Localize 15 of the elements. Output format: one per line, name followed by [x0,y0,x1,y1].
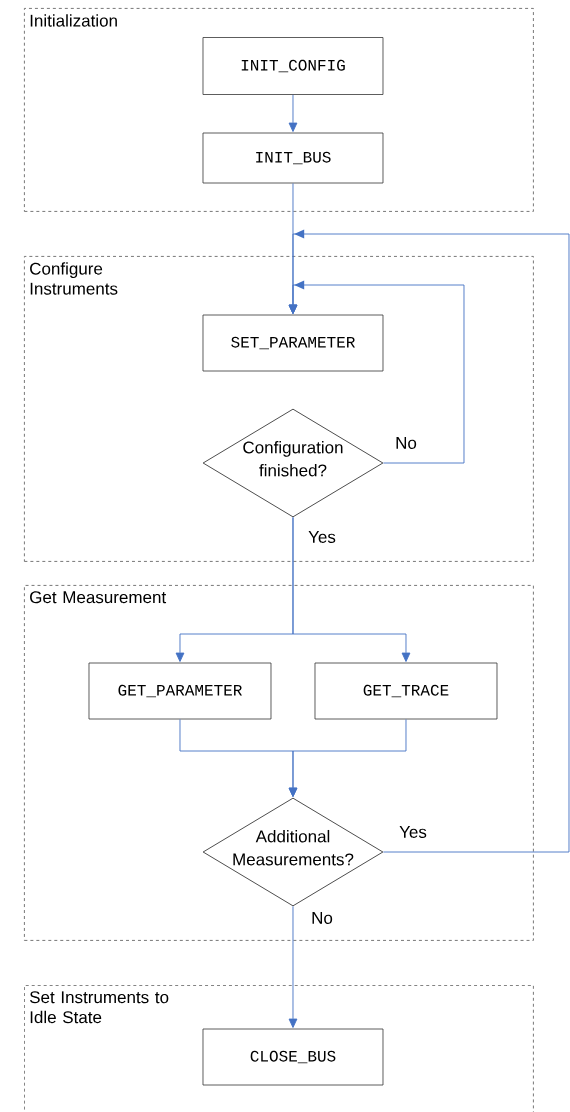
arrow [288,718,407,797]
edge-label: Yes [307,530,337,544]
edge-label: No [394,436,418,450]
edge-label: Yes [398,825,428,839]
process-box: SET_PARAMETER [202,314,384,372]
arrow [288,229,570,853]
edge-label: No [310,911,334,925]
arrow [292,516,411,662]
arrow [288,905,298,1028]
process-box: GET_PARAMETER [88,662,272,720]
process-box: GET_TRACE [314,662,498,720]
arrow [288,94,298,132]
process-box: INIT_CONFIG [202,37,384,95]
process-box: INIT_BUS [202,132,384,184]
process-box: CLOSE_BUS [202,1028,384,1086]
